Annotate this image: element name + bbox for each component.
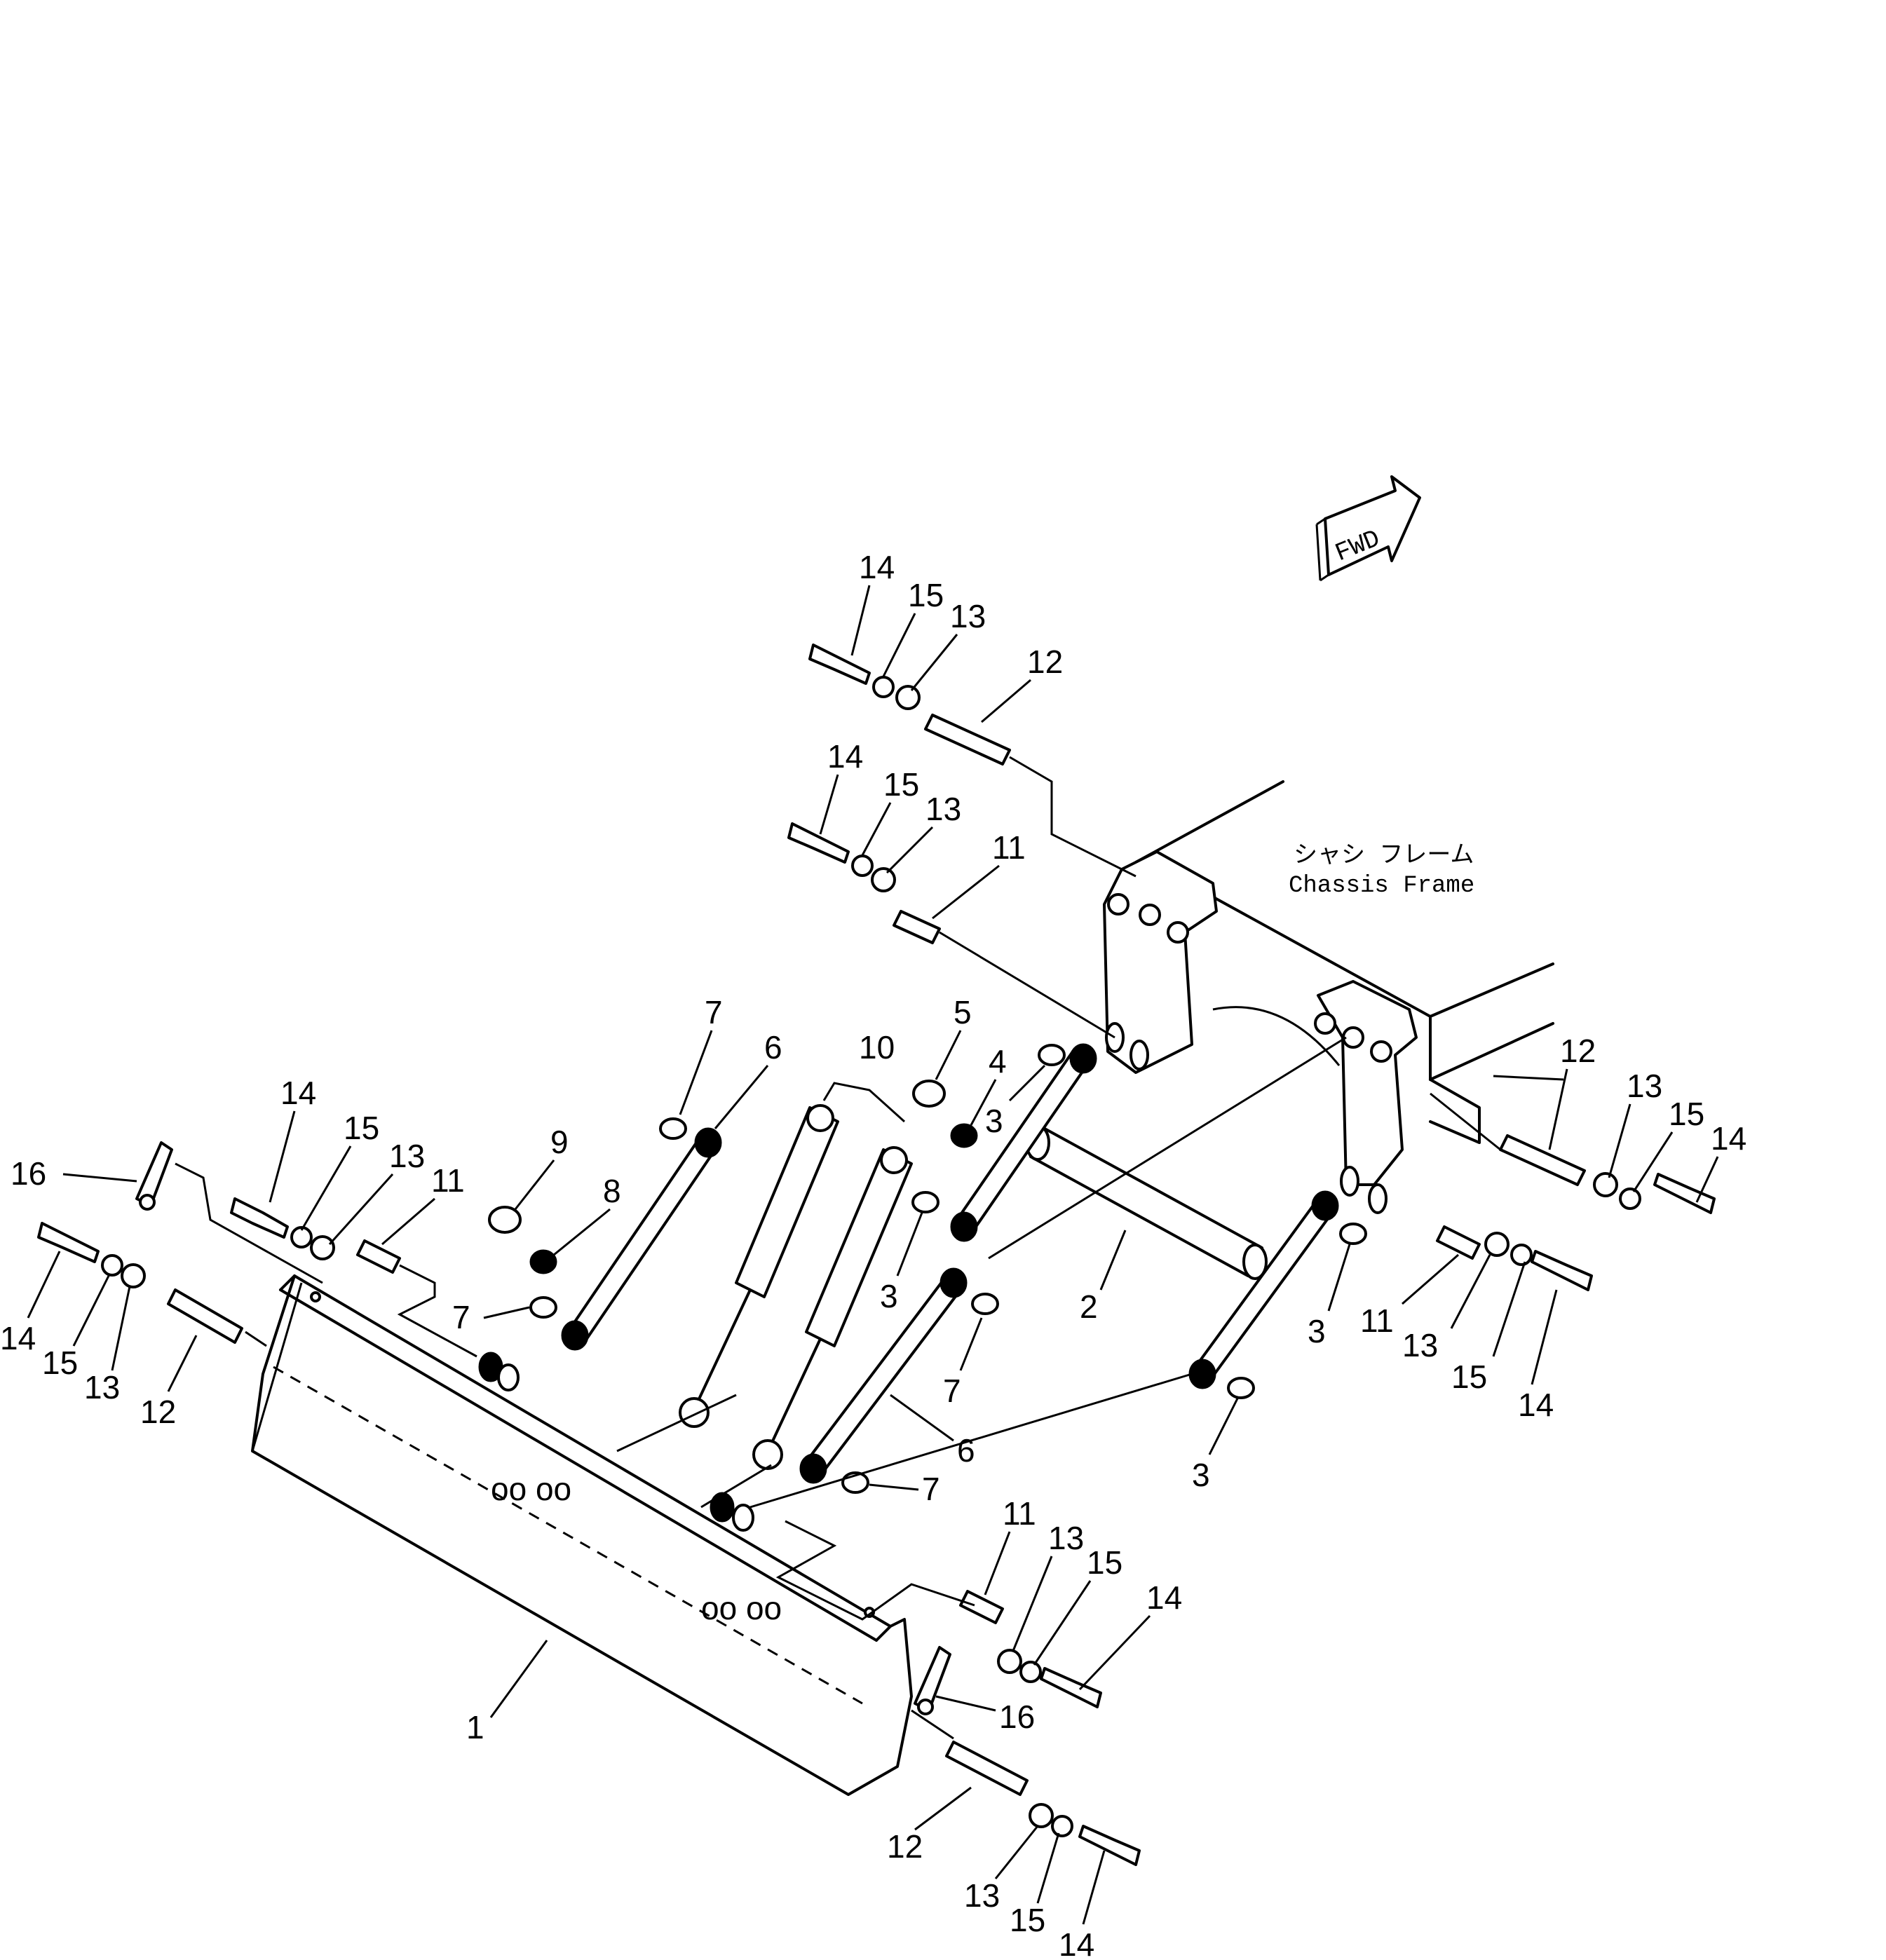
callout-6a: 6 [764,1029,782,1066]
callout-13f: 13 [1402,1327,1438,1363]
callout-5: 5 [954,994,972,1030]
callout-14b: 14 [827,738,863,775]
callout-11c: 11 [1360,1302,1394,1339]
callout-11a: 11 [992,829,1026,866]
push-rods [561,1043,1339,1484]
callout-13g: 13 [1048,1520,1084,1556]
callout-6b: 6 [957,1432,975,1469]
callout-13h: 13 [964,1877,1000,1914]
callout-15d: 15 [42,1345,78,1381]
hydraulic-cylinders [679,1104,913,1470]
pins [167,714,1586,1796]
callout-14d: 14 [0,1320,36,1356]
callout-15g: 15 [1087,1544,1122,1581]
callout-11d: 11 [1003,1495,1036,1532]
fwd-arrow-icon: FWD [1315,475,1421,582]
callout-15a: 15 [908,577,944,613]
callout-14g: 14 [1146,1579,1182,1616]
callout-15e: 15 [1669,1096,1704,1132]
callout-7a: 7 [705,994,723,1030]
callout-11b: 11 [431,1162,465,1199]
callout-16b: 16 [999,1699,1035,1735]
callout-12d: 12 [887,1828,923,1865]
callout-3d: 3 [1192,1457,1210,1493]
callout-1: 1 [466,1709,484,1745]
chassis-frame: シャシ フレーム Chassis Frame [1103,780,1554,1214]
bolt-sets [37,644,1716,1866]
callout-8: 8 [603,1173,621,1209]
callout-2: 2 [1080,1288,1098,1325]
callout-3c: 3 [1308,1313,1326,1349]
brackets [135,1141,951,1715]
callout-14a: 14 [859,549,895,585]
cross-shaft [1025,1124,1268,1280]
callout-14f: 14 [1518,1387,1554,1423]
blade-hole-mark: oo oo [491,1471,571,1507]
callout-3b: 3 [880,1278,898,1314]
blade-hole-mark-2: oo oo [701,1590,782,1626]
connector-lines [175,756,1564,1740]
callout-3a: 3 [985,1103,1003,1139]
callout-10: 10 [859,1029,895,1066]
callout-16a: 16 [11,1155,46,1192]
callout-7c: 7 [943,1373,961,1409]
callout-13b: 13 [925,791,961,827]
callout-13a: 13 [950,598,986,634]
callout-labels: 1 2 3 3 3 3 4 5 6 6 7 7 7 7 8 9 10 11 [0,549,1746,1960]
callout-7d: 7 [922,1471,940,1507]
callout-12b: 12 [140,1394,176,1430]
callout-15f: 15 [1451,1359,1487,1395]
blade: oo oo oo oo [251,1274,913,1796]
callout-14c: 14 [280,1075,316,1111]
callout-15b: 15 [883,766,919,803]
callout-12a: 12 [1027,644,1063,680]
callout-13c: 13 [389,1138,425,1174]
callout-14e: 14 [1711,1120,1746,1157]
callout-9: 9 [550,1124,569,1160]
chassis-frame-label-jp: シャシ フレーム [1294,843,1474,870]
callout-12c: 12 [1560,1033,1596,1069]
callout-13d: 13 [84,1369,120,1406]
callout-4: 4 [989,1043,1007,1080]
callout-7b: 7 [452,1299,470,1335]
callout-15c: 15 [344,1110,379,1146]
callout-13e: 13 [1627,1068,1662,1104]
bushings [488,1044,1367,1494]
chassis-frame-label-en: Chassis Frame [1289,873,1474,899]
callout-14h: 14 [1059,1926,1094,1960]
callout-15h: 15 [1010,1902,1045,1938]
